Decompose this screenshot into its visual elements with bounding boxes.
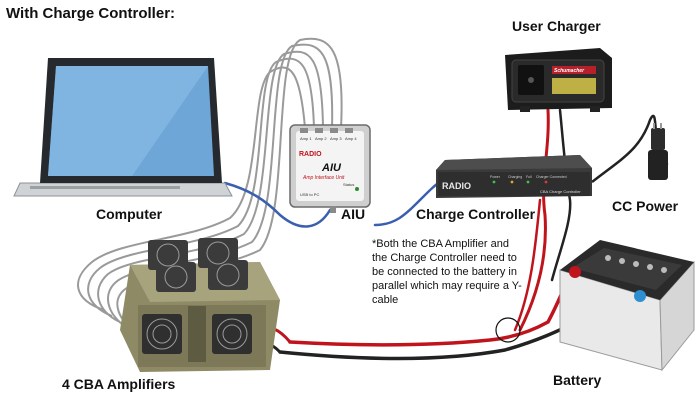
cc-device-name: CBA Charge Controller xyxy=(540,189,581,194)
aiu-device-image: Amp 1 Amp 2 Amp 3 Amp 4 RADIO AIU Amp In… xyxy=(289,124,371,213)
cc-indicator-label: Charging xyxy=(508,175,522,179)
charge-controller-image: RADIO Power Charging Full Charger Connec… xyxy=(436,155,592,198)
cc-indicator-label: Full xyxy=(526,175,532,179)
aiu-device-subtitle: Amp Interface Unit xyxy=(302,175,345,181)
laptop-image xyxy=(13,58,233,197)
cc-power-label: CC Power xyxy=(612,198,679,214)
charger-brand-logo: Schumacher xyxy=(554,68,585,74)
aiu-brand-logo: RADIO xyxy=(299,151,322,158)
y-cable-junction-circle xyxy=(495,317,521,343)
amplifiers-label: 4 CBA Amplifiers xyxy=(62,376,176,392)
battery-positive-terminal xyxy=(569,266,581,278)
aiu-status-label: Status xyxy=(343,182,354,187)
cc-power-adapter-image xyxy=(648,123,668,180)
aiu-label: AIU xyxy=(341,206,366,222)
computer-label: Computer xyxy=(96,206,163,222)
cc-indicator-label: Charger Connected xyxy=(536,175,567,179)
cc-indicator-label: Power xyxy=(490,175,501,179)
battery-image xyxy=(559,240,695,372)
charge-controller-label: Charge Controller xyxy=(416,206,536,222)
aiu-port-label: Amp 2 xyxy=(315,136,327,141)
usb-cables xyxy=(223,180,442,228)
diagram-title: With Charge Controller: xyxy=(6,5,176,22)
aiu-port-label: Amp 3 xyxy=(330,136,342,141)
aiu-port-label: Amp 4 xyxy=(345,136,357,141)
battery-label: Battery xyxy=(553,372,602,388)
aiu-device-name: AIU xyxy=(321,162,342,174)
amplifiers-image xyxy=(120,238,280,372)
cc-brand-logo: RADIO xyxy=(442,181,471,191)
user-charger-image: Schumacher xyxy=(505,48,612,112)
user-charger-label: User Charger xyxy=(512,18,601,34)
amp-control-cables xyxy=(77,37,343,333)
aiu-usb-label: USB to PC xyxy=(300,192,319,197)
aiu-port-label: Amp 1 xyxy=(300,136,312,141)
battery-negative-terminal xyxy=(634,290,646,302)
parallel-connection-note: *Both the CBA Amplifier and the Charge C… xyxy=(372,238,522,306)
aiu-status-led xyxy=(355,187,359,191)
